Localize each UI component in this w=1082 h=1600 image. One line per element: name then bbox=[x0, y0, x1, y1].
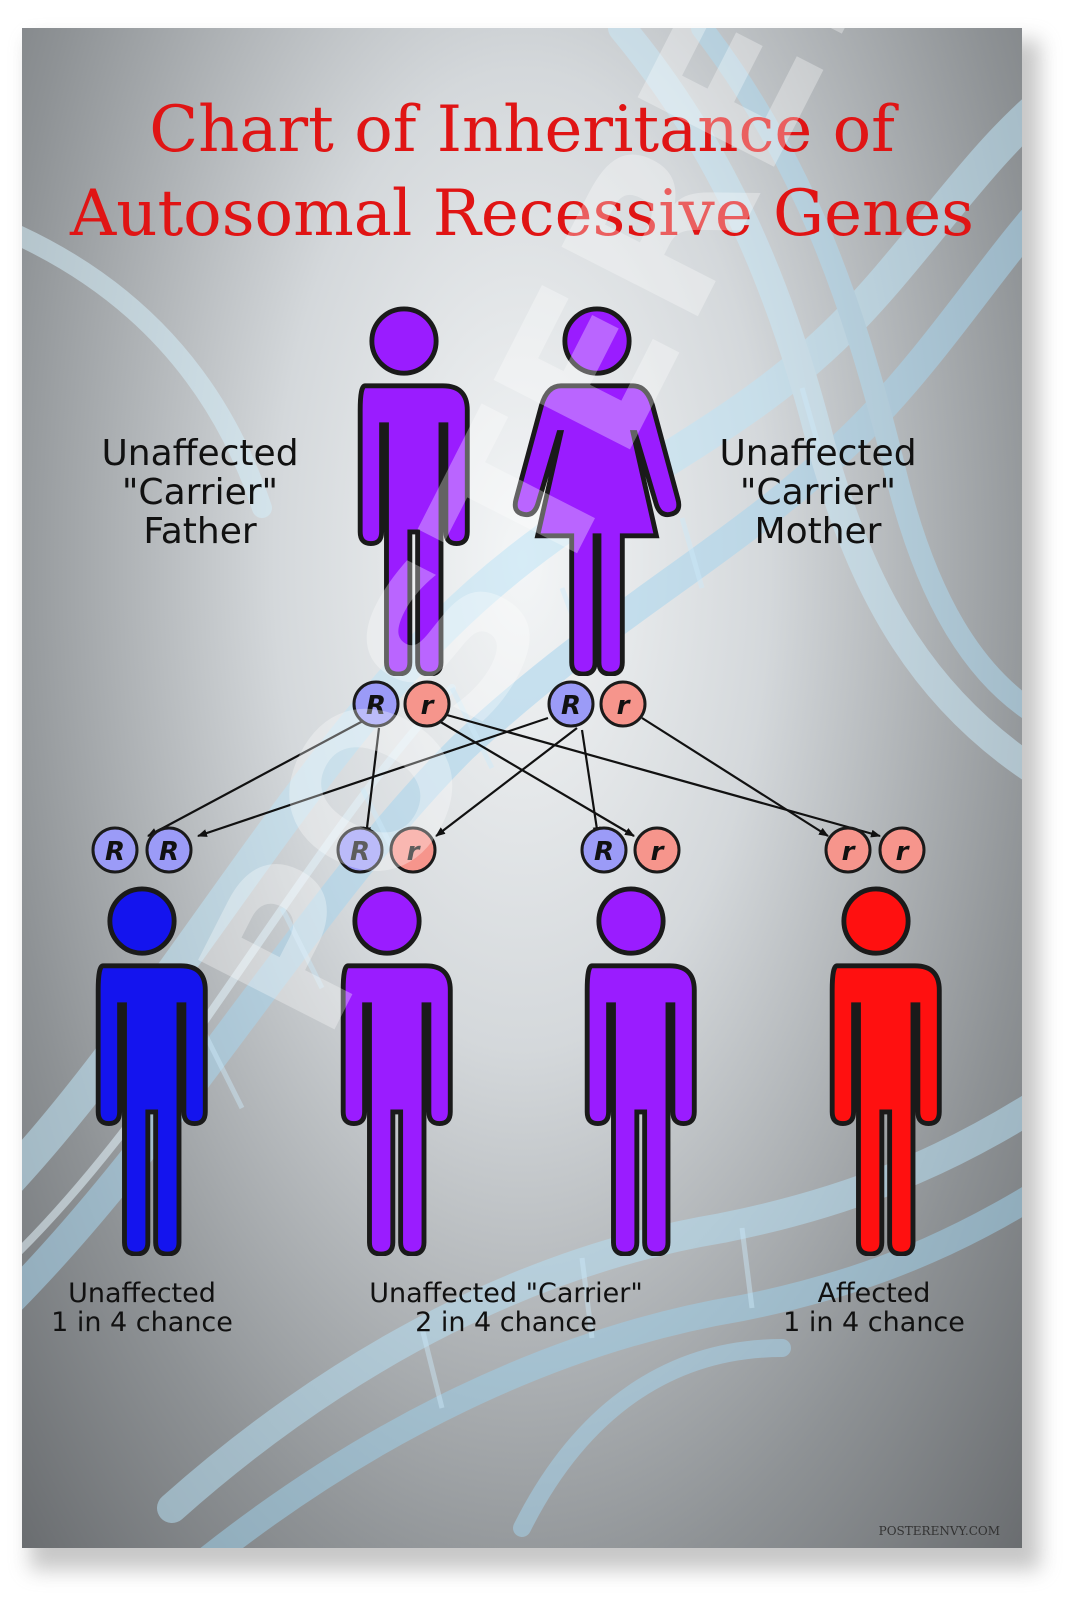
allele-label: r bbox=[896, 837, 911, 867]
allele-dominant-circle bbox=[352, 680, 400, 728]
mother-label: Unaffected "Carrier" Mother bbox=[698, 434, 938, 551]
allele-label: R bbox=[366, 691, 386, 721]
allele-label: R bbox=[159, 837, 179, 867]
allele-recessive-circle bbox=[403, 680, 451, 728]
child-3-alleles: R r bbox=[580, 826, 681, 874]
allele-dominant-circle bbox=[336, 826, 384, 874]
allele-label: R bbox=[594, 837, 614, 867]
father-label-line-3: Father bbox=[143, 511, 257, 552]
mother-alleles: R r bbox=[547, 680, 647, 728]
outcome-affected-line-1: Affected bbox=[817, 1278, 931, 1309]
mother-label-line-2: "Carrier" bbox=[739, 472, 897, 513]
father-label-line-1: Unaffected bbox=[101, 433, 299, 474]
allele-recessive-circle bbox=[878, 826, 926, 874]
mother-label-line-3: Mother bbox=[754, 511, 882, 552]
father-label: Unaffected "Carrier" Father bbox=[80, 434, 320, 551]
outcome-carrier-line-2: 2 in 4 chance bbox=[415, 1307, 597, 1338]
credit-text: POSTERENVY.COM bbox=[878, 1524, 1000, 1538]
allele-label: r bbox=[421, 691, 436, 721]
outcome-carrier-label: Unaffected "Carrier" 2 in 4 chance bbox=[356, 1279, 656, 1337]
outcome-affected-label: Affected 1 in 4 chance bbox=[724, 1279, 1022, 1337]
allele-label: R bbox=[350, 837, 370, 867]
allele-recessive-circle bbox=[389, 826, 437, 874]
inheritance-arrows bbox=[147, 708, 881, 838]
poster: Chart of Inheritance of Autosomal Recess… bbox=[22, 28, 1022, 1548]
outcome-affected-line-2: 1 in 4 chance bbox=[783, 1307, 965, 1338]
poster-title-line-1: Chart of Inheritance of bbox=[149, 93, 895, 167]
allele-dominant-circle bbox=[91, 826, 139, 874]
outcome-unaffected-line-2: 1 in 4 chance bbox=[51, 1307, 233, 1338]
poster-title-line-2: Autosomal Recessive Genes bbox=[70, 177, 974, 251]
allele-label: r bbox=[617, 691, 632, 721]
allele-label: R bbox=[105, 837, 125, 867]
inheritance-diagram: R r R r R R R r R r bbox=[91, 28, 1022, 1548]
father-label-line-2: "Carrier" bbox=[121, 472, 279, 513]
person-red-icon bbox=[832, 889, 939, 1254]
outcome-carrier-line-1: Unaffected "Carrier" bbox=[369, 1278, 643, 1309]
child-1-alleles: R R bbox=[91, 826, 193, 874]
allele-label: r bbox=[651, 837, 666, 867]
allele-label: R bbox=[561, 691, 581, 721]
allele-dominant-circle bbox=[580, 826, 628, 874]
allele-dominant-circle bbox=[145, 826, 193, 874]
allele-recessive-circle bbox=[633, 826, 681, 874]
person-purple-icon bbox=[587, 889, 694, 1254]
allele-label: r bbox=[407, 837, 422, 867]
child-2-alleles: R r bbox=[336, 826, 437, 874]
father-alleles: R r bbox=[352, 680, 451, 728]
allele-recessive-circle bbox=[824, 826, 872, 874]
allele-label: r bbox=[842, 837, 857, 867]
outcome-unaffected-label: Unaffected 1 in 4 chance bbox=[22, 1279, 292, 1337]
allele-recessive-circle bbox=[599, 680, 647, 728]
outcome-unaffected-line-1: Unaffected bbox=[68, 1278, 216, 1309]
allele-dominant-circle bbox=[547, 680, 595, 728]
child-4-alleles: r r bbox=[824, 826, 926, 874]
mother-label-line-1: Unaffected bbox=[719, 433, 917, 474]
